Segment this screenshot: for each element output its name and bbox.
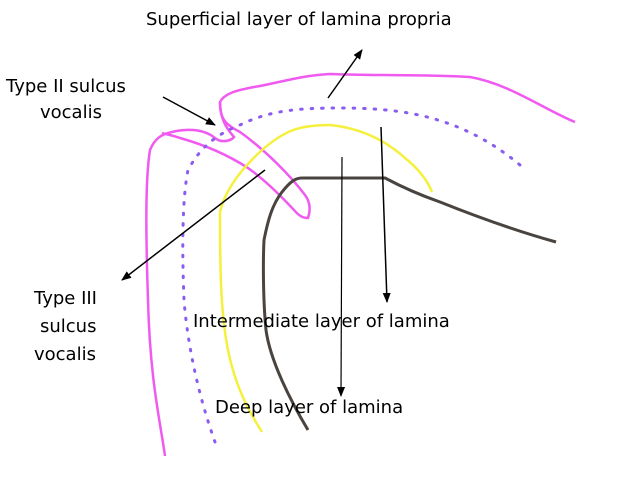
superficial-layer-boundary <box>181 106 522 444</box>
label-superficial-layer: Superficial layer of lamina propria <box>146 9 452 30</box>
arrow-type2-sulcus <box>162 96 216 126</box>
deep-layer-boundary <box>261 176 557 431</box>
label-type3-line2: sulcus <box>40 316 97 337</box>
sulcus-prong <box>161 101 311 220</box>
label-type3-line1: Type III <box>34 288 97 309</box>
label-type2-line1: Type II sulcus <box>6 76 126 97</box>
label-deep-layer: Deep layer of lamina <box>215 397 404 418</box>
arrow-type3-sulcus <box>121 169 266 281</box>
label-type3-line3: vocalis <box>34 344 96 365</box>
arrow-superficial <box>327 49 363 99</box>
arrow-deep <box>337 156 346 397</box>
arrow-intermediate <box>380 126 391 303</box>
intermediate-layer-boundary <box>218 123 434 433</box>
label-type2-line2: vocalis <box>40 102 102 123</box>
label-intermediate-layer: Intermediate layer of lamina <box>193 311 450 332</box>
epithelium-outline <box>145 72 576 457</box>
